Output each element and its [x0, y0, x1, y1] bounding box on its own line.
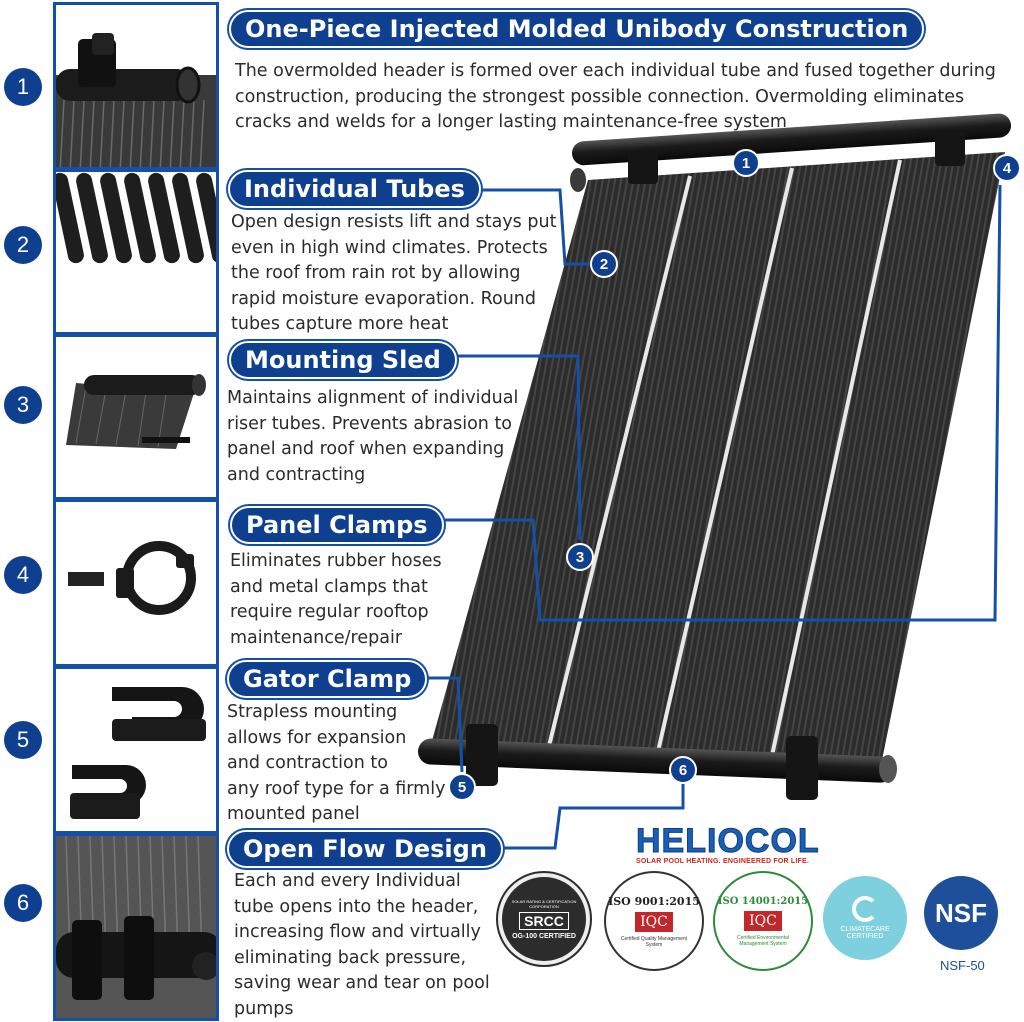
bottom-header-pipe: [417, 738, 894, 783]
nsf-seal: NSF: [924, 876, 998, 950]
thumbnail-gator-clamp: [53, 666, 219, 834]
thumbnail-panel-clamp: [53, 499, 219, 667]
climatecare-seal: CLIMATECARE CERTIFIED: [823, 876, 907, 960]
iso-14001-seal: ISO 14001:2015 IQC Certified Environment…: [713, 871, 813, 971]
leader-lines: [405, 184, 1002, 850]
climatecare-icon: [852, 896, 878, 922]
feature-number-6: 6: [4, 884, 42, 922]
callout-2: 2: [590, 250, 618, 278]
feature-title-4: Panel Clamps: [230, 506, 444, 544]
nsf-standard-label: NSF-50: [940, 958, 985, 973]
feature-number-3: 3: [4, 386, 42, 424]
feature-number-1: 1: [4, 68, 42, 106]
heliocol-logo: HELIOCOL SOLAR POOL HEATING. ENGINEERED …: [636, 822, 820, 866]
feature-title-5: Gator Clamp: [227, 660, 428, 698]
callout-3: 3: [566, 543, 594, 571]
callout-6: 6: [669, 756, 697, 784]
panel-body: [430, 152, 1005, 770]
callout-1: 1: [732, 149, 760, 177]
feature-title-2: Individual Tubes: [228, 170, 481, 208]
feature-description-1: The overmolded header is formed over eac…: [235, 61, 996, 132]
callout-4: 4: [993, 154, 1021, 182]
feature-number-2: 2: [4, 226, 42, 264]
callout-5: 5: [448, 773, 476, 801]
thumbnail-open-flow: [53, 833, 219, 1021]
feature-number-5: 5: [4, 721, 42, 759]
feature-title-1: One-Piece Injected Molded Unibody Constr…: [229, 10, 925, 48]
feature-number-4: 4: [4, 556, 42, 594]
iso-9001-seal: ISO 9001:2015 IQC Certified Quality Mana…: [604, 871, 704, 971]
srcc-seal: SOLAR RATING & CERTIFICATION CORPORATION…: [498, 873, 590, 965]
feature-title-3: Mounting Sled: [229, 341, 457, 379]
top-header-pipe: [571, 113, 1012, 166]
thumbnail-unibody-header: [53, 2, 219, 170]
feature-title-6: Open Flow Design: [227, 830, 503, 868]
thumbnail-individual-tubes: [53, 169, 219, 335]
thumbnail-mounting-sled: [53, 334, 219, 500]
